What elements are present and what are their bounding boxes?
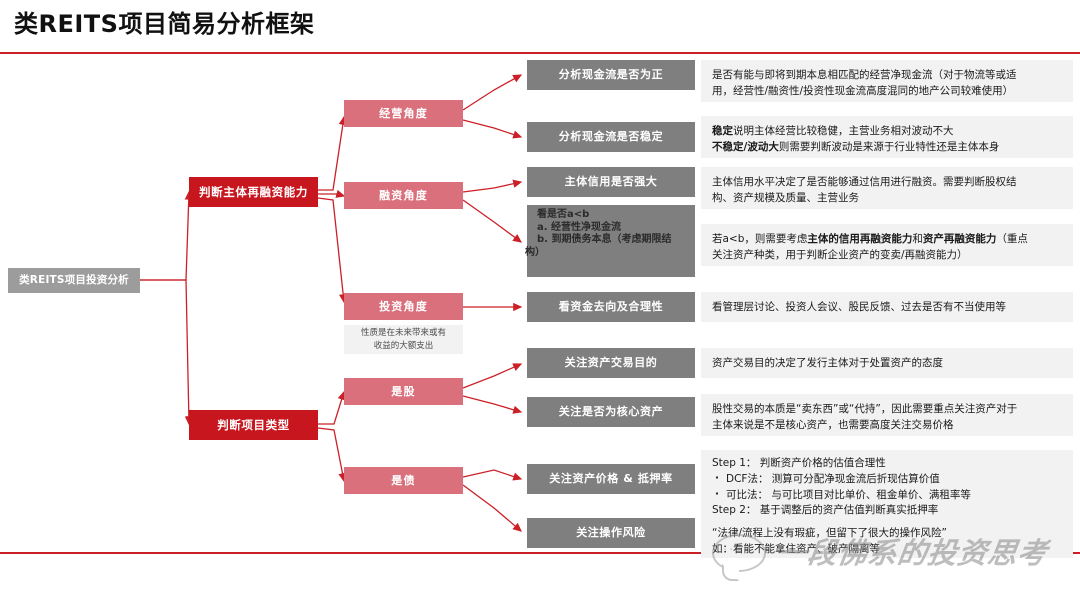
desc-line: 资产交易目的决定了发行主体对于处置资产的态度 (712, 357, 943, 369)
node-l3-ab-line-3: b. 到期债务本息（考虑期限结 (537, 234, 672, 245)
desc-line: 不稳定/波动大则需要判断波动是来源于行业特性还是主体本身 (712, 139, 1063, 155)
node-l3-price-ltv[interactable]: 关注资产价格 & 抵押率 (527, 464, 695, 494)
desc-operation-risk: “法律/流程上没有瑕疵，但留下了很大的操作风险” 如：看能不能拿住资产、破产隔离… (701, 518, 1073, 558)
desc-line: 关注资产种类，用于判断企业资产的变卖/再融资能力） (712, 249, 968, 262)
node-l3-ab-line-1: 看是否a<b (537, 209, 590, 220)
desc-emphasis: 主体的信用再融资能力 (807, 233, 913, 245)
node-l3-operation-risk-label: 关注操作风险 (576, 526, 646, 540)
desc-bullet: DCF法： 测算可分配净现金流后折现估算价值 (712, 471, 1063, 488)
node-l1-project-type-label: 判断项目类型 (217, 417, 290, 432)
node-l2-equity-label: 是股 (391, 384, 416, 398)
node-l2-investing-label: 投资角度 (379, 299, 428, 313)
node-l2-debt[interactable]: 是债 (344, 467, 463, 494)
desc-pre: 若a<b，则需要考虑 (712, 233, 808, 245)
desc-cashflow-stable: 稳定说明主体经营比较稳健，主营业务相对波动不大 不稳定/波动大则需要判断波动是来… (701, 116, 1073, 158)
desc-core-asset: 股性交易的本质是“卖东西”或“代持”，因此需要重点关注资产对于 主体来说是不是核… (701, 394, 1073, 436)
node-l3-fund-usage-label: 看资金去向及合理性 (558, 300, 664, 314)
desc-line: 稳定说明主体经营比较稳健，主营业务相对波动不大 (712, 123, 1063, 139)
node-l1-refinancing[interactable]: 判断主体再融资能力 (189, 177, 318, 207)
node-l2-financing[interactable]: 融资角度 (344, 182, 463, 209)
node-root[interactable]: 类REITS项目投资分析 (8, 268, 140, 293)
page-title: 类REITS项目简易分析框架 (14, 10, 315, 38)
desc-emphasis: 稳定 (712, 125, 733, 137)
desc-emphasis: 不稳定/波动大 (712, 141, 779, 154)
node-l2-operating-label: 经营角度 (379, 106, 428, 120)
desc-emphasis: 资产再融资能力 (922, 233, 997, 245)
desc-cashflow-positive: 是否有能与即将到期本息相匹配的经营净现金流（对于物流等或适 用，经营性/融资性/… (701, 60, 1073, 102)
node-l2-operating[interactable]: 经营角度 (344, 100, 463, 127)
node-l3-transaction-purpose[interactable]: 关注资产交易目的 (527, 348, 695, 378)
desc-line: 如：看能不能拿住资产、破产隔离等 (712, 543, 880, 556)
node-l1-refinancing-label: 判断主体再融资能力 (199, 184, 308, 199)
node-l3-cashflow-stable-label: 分析现金流是否稳定 (558, 130, 664, 144)
desc-line: 若a<b，则需要考虑主体的信用再融资能力和资产再融资能力（重点 (712, 231, 1063, 247)
node-l2-equity[interactable]: 是股 (344, 378, 463, 405)
node-l3-cashflow-positive-label: 分析现金流是否为正 (558, 68, 664, 82)
node-l3-ab-line-4: 构） (525, 246, 545, 258)
desc-mid: 和 (912, 233, 923, 245)
note-investing-angle: 性质是在未来带来或有 收益的大额支出 (344, 325, 463, 354)
desc-line: 股性交易的本质是“卖东西”或“代持”，因此需要重点关注资产对于 (712, 403, 1018, 415)
node-l1-project-type[interactable]: 判断项目类型 (189, 410, 318, 440)
desc-line: 是否有能与即将到期本息相匹配的经营净现金流（对于物流等或适 (712, 69, 1017, 81)
node-l3-operation-risk[interactable]: 关注操作风险 (527, 518, 695, 548)
desc-bullet: 可比法： 与可比项目对比单价、租金单价、满租率等 (712, 487, 1063, 504)
node-l3-transaction-purpose-label: 关注资产交易目的 (564, 356, 658, 370)
desc-rest: （重点 (996, 233, 1028, 245)
node-l3-ab-comparison[interactable]: 看是否a<b a. 经营性净现金流 b. 到期债务本息（考虑期限结 构） (525, 205, 695, 277)
desc-credit-strength: 主体信用水平决定了是否能够通过信用进行融资。需要判断股权结 构、资产规模及质量、… (701, 167, 1073, 209)
footer-divider-line (0, 552, 1080, 554)
desc-step-line: Step 2： 基于调整后的资产估值判断真实抵押率 (712, 504, 939, 517)
header-divider-line (0, 52, 1080, 54)
desc-line: 看管理层讨论、投资人会议、股民反馈、过去是否有不当使用等 (712, 301, 1006, 313)
node-l3-core-asset[interactable]: 关注是否为核心资产 (527, 397, 695, 427)
node-l3-price-ltv-label: 关注资产价格 & 抵押率 (549, 472, 673, 486)
node-l2-debt-label: 是债 (391, 473, 416, 487)
desc-line: 用，经营性/融资性/投资性现金流高度混同的地产公司较难使用） (712, 85, 1014, 98)
node-l3-core-asset-label: 关注是否为核心资产 (558, 405, 664, 419)
node-l2-investing[interactable]: 投资角度 (344, 293, 463, 320)
node-l3-credit-strength[interactable]: 主体信用是否强大 (527, 167, 695, 197)
desc-rest: 则需要判断波动是来源于行业特性还是主体本身 (778, 141, 1000, 154)
node-l3-fund-usage[interactable]: 看资金去向及合理性 (527, 292, 695, 322)
desc-ab-comparison: 若a<b，则需要考虑主体的信用再融资能力和资产再融资能力（重点 关注资产种类，用… (701, 224, 1073, 266)
desc-rest: 说明主体经营比较稳健，主营业务相对波动不大 (733, 125, 954, 137)
node-l3-credit-strength-label: 主体信用是否强大 (564, 175, 658, 189)
desc-line: 主体来说是不是核心资产，也需要高度关注交易价格 (712, 419, 954, 432)
node-l3-ab-line-2: a. 经营性净现金流 (537, 221, 622, 233)
node-l3-cashflow-stable[interactable]: 分析现金流是否稳定 (527, 122, 695, 152)
node-l3-cashflow-positive[interactable]: 分析现金流是否为正 (527, 60, 695, 90)
desc-fund-usage: 看管理层讨论、投资人会议、股民反馈、过去是否有不当使用等 (701, 292, 1073, 322)
node-l2-financing-label: 融资角度 (379, 188, 428, 202)
desc-step-line: Step 1： 判断资产价格的估值合理性 (712, 457, 886, 469)
desc-line: 构、资产规模及质量、主营业务 (712, 192, 859, 205)
desc-line: 主体信用水平决定了是否能够通过信用进行融资。需要判断股权结 (712, 176, 1017, 188)
desc-line: “法律/流程上没有瑕疵，但留下了很大的操作风险” (712, 527, 947, 539)
desc-transaction-purpose: 资产交易目的决定了发行主体对于处置资产的态度 (701, 348, 1073, 378)
node-root-label: 类REITS项目投资分析 (19, 273, 129, 286)
desc-bullet-list: DCF法： 测算可分配净现金流后折现估算价值 可比法： 与可比项目对比单价、租金… (712, 471, 1063, 504)
